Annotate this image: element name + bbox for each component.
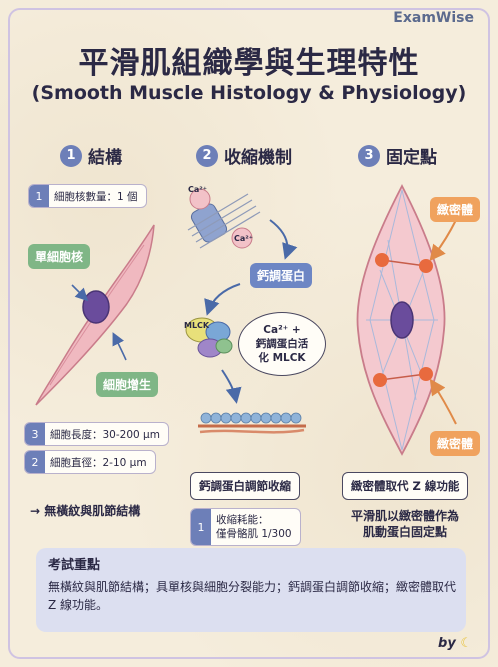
activation-bubble: Ca²⁺ + 鈣調蛋白活 化 MLCK xyxy=(238,312,326,376)
brand-logo: ExamWise xyxy=(393,10,474,26)
calcium-ion-mid: Ca²⁺ xyxy=(234,234,253,243)
section-title: 結構 xyxy=(88,148,122,168)
nucleus-icon xyxy=(390,301,414,339)
calmodulin-tag: 鈣調蛋白 xyxy=(250,263,313,288)
section-header-anchor: 3 固定點 xyxy=(358,143,437,168)
nucleus-icon xyxy=(82,290,110,324)
smooth-muscle-cell-illustration xyxy=(35,224,155,406)
dense-body-replaces-z-line-box: 緻密體取代 Z 線功能 xyxy=(342,472,469,500)
key-points-box: 考試重點 無橫紋與肌節結構；具單核與細胞分裂能力；鈣調蛋白調節收縮；緻密體取代 … xyxy=(36,548,466,632)
no-striations-note: → 無橫紋與肌節結構 xyxy=(30,504,141,518)
section-title: 固定點 xyxy=(386,148,437,168)
dense-body-description: 平滑肌以緻密體作為 肌動蛋白固定點 xyxy=(350,509,459,539)
dense-body-tag-bottom: 緻密體 xyxy=(430,431,481,456)
cell-diameter-pill: 2 細胞直徑：2-10 μm xyxy=(24,450,156,474)
key-points-title: 考試重點 xyxy=(48,558,101,573)
dense-body-cell-illustration xyxy=(356,184,457,456)
section-number: 1 xyxy=(60,144,82,167)
cell-length-pill: 3 細胞長度：30-200 μm xyxy=(24,422,169,446)
mlck-label: MLCK xyxy=(184,321,210,330)
dense-body-tag-top: 緻密體 xyxy=(430,197,481,222)
section-number: 2 xyxy=(196,144,218,167)
single-nucleus-tag: 單細胞核 xyxy=(28,244,91,269)
calmodulin-regulation-box: 鈣調蛋白調節收縮 xyxy=(190,472,300,500)
banana-icon: ☾ xyxy=(460,636,472,651)
page-title: 平滑肌組織學與生理特性 xyxy=(78,46,420,81)
page-frame xyxy=(8,8,490,659)
section-number: 3 xyxy=(358,144,380,167)
energy-cost-pill: 1 收縮耗能： 僅骨骼肌 1/300 xyxy=(190,508,301,546)
hyperplasia-tag: 細胞增生 xyxy=(96,372,159,397)
section-header-contraction: 2 收縮機制 xyxy=(196,143,292,168)
nuclei-count-pill: 1 細胞核數量：1 個 xyxy=(28,184,147,208)
section-header-structure: 1 結構 xyxy=(60,143,122,168)
contraction-mechanism-illustration xyxy=(185,188,306,434)
key-points-text: 無橫紋與肌節結構；具單核與細胞分裂能力；鈣調蛋白調節收縮；緻密體取代 Z 線功能… xyxy=(48,580,457,612)
byline: by ☾ xyxy=(438,636,472,651)
section-title: 收縮機制 xyxy=(224,148,292,168)
page-subtitle: (Smooth Muscle Histology & Physiology) xyxy=(31,82,467,104)
calcium-ion-top: Ca²⁺ xyxy=(188,185,207,194)
